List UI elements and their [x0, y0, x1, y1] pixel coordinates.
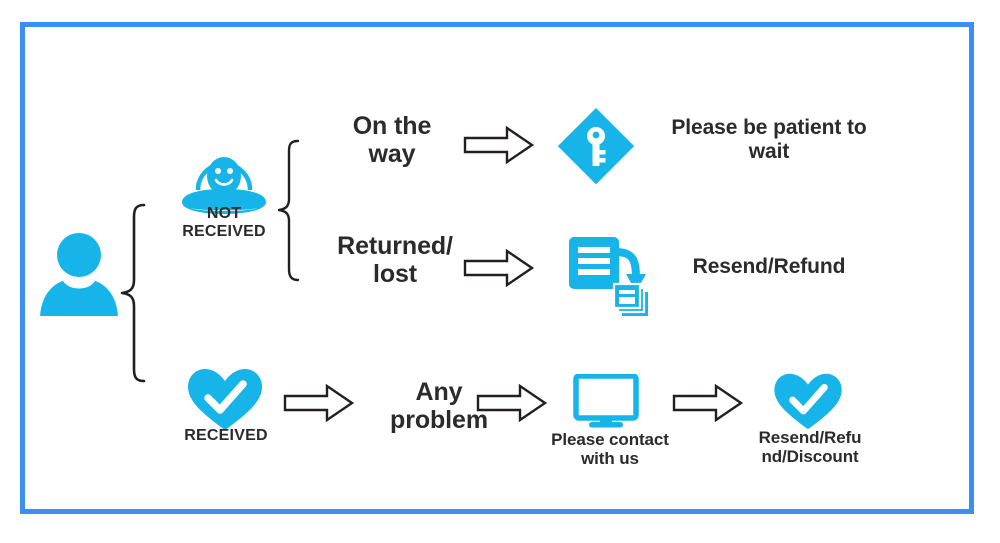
heart-check-icon-final — [772, 371, 844, 431]
heart-check-icon — [186, 366, 264, 432]
on-the-way-label: On the way — [352, 112, 432, 168]
key-diamond-icon — [554, 104, 638, 188]
received-label: RECEIVED — [184, 427, 268, 444]
arrow-received — [283, 383, 355, 428]
arrow-returned-lost — [463, 248, 535, 293]
ufo-alien-icon — [178, 140, 270, 218]
returned-lost-label: Returned/ lost — [337, 232, 453, 288]
not-received-brace — [272, 136, 302, 291]
be-patient-label: Please be patient to wait — [671, 116, 867, 163]
contact-us-label: Please contact with us — [551, 430, 669, 469]
any-problem-label: Any problem — [390, 378, 488, 434]
arrow-contact — [672, 383, 744, 428]
customer-brace — [114, 200, 148, 391]
arrow-any-problem — [476, 383, 548, 428]
document-resend-icon — [566, 234, 652, 318]
not-received-label: NOT RECEIVED — [182, 205, 266, 240]
resend-refund-discount-label: Resend/Refu nd/Discount — [758, 428, 862, 467]
resend-refund-label: Resend/Refund — [692, 255, 846, 278]
arrow-on-the-way — [463, 125, 535, 170]
monitor-icon — [573, 374, 639, 430]
person-icon — [36, 228, 122, 318]
